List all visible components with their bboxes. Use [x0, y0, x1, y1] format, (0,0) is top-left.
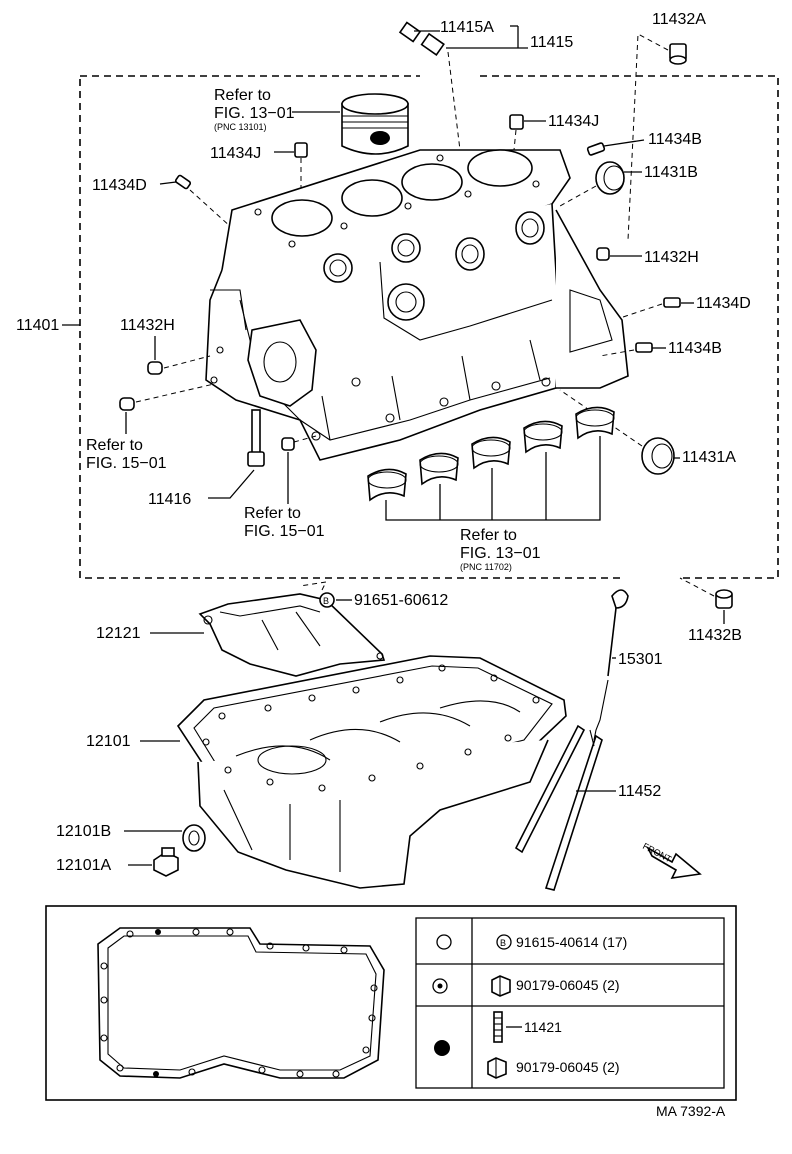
plug-11432B [715, 589, 733, 609]
oil-seal-11431A [641, 437, 675, 475]
drain-plug-12101A [153, 847, 179, 877]
refer-15-mid-line1: Refer to [244, 505, 301, 522]
refer-piston-line2: FIG. 13−01 [214, 105, 295, 122]
label-11416: 11416 [148, 491, 191, 508]
stud-11416 [247, 409, 265, 467]
pin-refer-15-mid [281, 437, 295, 451]
label-11434B-top: 11434B [648, 131, 702, 148]
open-circle-icon [436, 934, 452, 950]
refer-15-mid-line2: FIG. 15−01 [244, 523, 325, 540]
b-marker-legend-icon [496, 934, 512, 950]
bearing-5 [575, 406, 615, 440]
front-arrow-icon [646, 845, 702, 880]
oil-pressure-switch [398, 21, 445, 57]
oil-baffle-12121 [198, 593, 386, 677]
refer-piston-line1: Refer to [214, 87, 271, 104]
fipg-seal-outline [97, 927, 385, 1079]
refer-bearing-line1: Refer to [460, 527, 517, 544]
fastener-legend: B 91615-40614 (17) 90179-06045 (2) 11421… [415, 917, 725, 1089]
dipstick-15301 [593, 589, 629, 741]
legend-row1-part: 91615-40614 (17) [516, 934, 627, 950]
label-11415A: 11415A [440, 19, 494, 36]
legend-b-letter: B [500, 938, 506, 948]
label-11434D-left: 11434D [92, 177, 147, 194]
refer-bearing-pnc: (PNC 11702) [460, 562, 512, 572]
front-label: FRONT [641, 841, 674, 865]
refer-15-left-line1: Refer to [86, 437, 143, 454]
nut-icon-2 [487, 1057, 507, 1079]
label-11434J-left: 11434J [210, 145, 261, 162]
pin-11434D-right [663, 297, 681, 308]
label-15301: 15301 [618, 651, 663, 668]
filled-circle-icon [434, 1040, 450, 1056]
refer-bearing-line2: FIG. 13−01 [460, 545, 541, 562]
label-11434J-right: 11434J [548, 113, 599, 130]
dipstick-guide-11452 [514, 724, 603, 891]
pin-11434J-right [509, 114, 524, 130]
legend-frame [45, 905, 737, 1101]
drawing-code: MA 7392-A [656, 1103, 726, 1119]
label-11431B: 11431B [644, 164, 698, 181]
label-12101: 12101 [86, 733, 131, 750]
main-bearings [367, 406, 615, 502]
label-11432B: 11432B [688, 627, 742, 644]
refer-15-left-line2: FIG. 15−01 [86, 455, 167, 472]
bearing-2 [419, 452, 459, 486]
legend-row2-part: 90179-06045 (2) [516, 977, 620, 993]
plug-11432H-right [596, 247, 610, 261]
label-12121: 12121 [96, 625, 141, 642]
label-11452: 11452 [618, 783, 661, 800]
label-12101A: 12101A [56, 857, 111, 874]
cylinder-block [205, 149, 629, 461]
plug-refer-15-left [119, 397, 135, 411]
plug-11432A [669, 43, 687, 65]
b-marker-letter: B [323, 596, 329, 606]
gasket-12101B [182, 824, 206, 852]
pin-11434D-left [174, 174, 192, 190]
piston [341, 93, 409, 155]
label-11432H-right: 11432H [644, 249, 699, 266]
label-11432A: 11432A [652, 11, 706, 28]
oil-pan-12101 [176, 655, 567, 889]
pin-11434J-left [294, 142, 308, 158]
pin-11434B-top [586, 142, 606, 156]
bearing-1 [367, 468, 407, 502]
cup-plug-11431B [595, 161, 625, 195]
bearing-4 [523, 420, 563, 454]
b-marker-icon [319, 592, 335, 608]
label-91651: 91651-60612 [354, 592, 448, 609]
label-11434B-right: 11434B [668, 340, 722, 357]
legend-row3-part-a: 11421 [524, 1019, 562, 1035]
label-11434D-right: 11434D [696, 295, 751, 312]
plug-11432H-left [147, 361, 163, 375]
label-12101B: 12101B [56, 823, 111, 840]
legend-row3-part-b: 90179-06045 (2) [516, 1059, 620, 1075]
stud-bolt-icon [493, 1011, 503, 1043]
label-11432H-left: 11432H [120, 317, 175, 334]
bearing-3 [471, 436, 511, 470]
label-11431A: 11431A [682, 449, 736, 466]
label-11401: 11401 [16, 317, 59, 334]
pin-11434B-right [635, 342, 653, 353]
nut-icon [491, 975, 511, 997]
label-11415: 11415 [530, 34, 573, 51]
refer-piston-pnc: (PNC 13101) [214, 122, 267, 132]
block-assembly-boundary [79, 75, 779, 579]
